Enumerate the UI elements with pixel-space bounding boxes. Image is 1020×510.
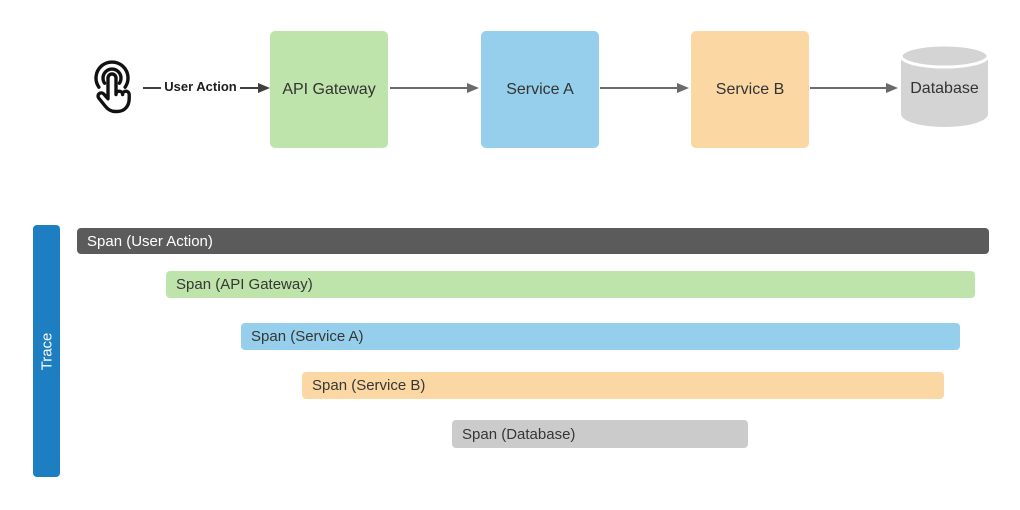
arrow-line bbox=[810, 87, 889, 89]
arrow-head-icon bbox=[677, 83, 689, 93]
arrow-head-icon bbox=[467, 83, 479, 93]
trace-label: Trace bbox=[38, 332, 56, 370]
span-bar-database: Span (Database) bbox=[452, 420, 748, 448]
flow-node-label: API Gateway bbox=[282, 80, 376, 98]
flow-node-api-gateway: API Gateway bbox=[270, 31, 388, 148]
span-bar-api-gateway: Span (API Gateway) bbox=[166, 271, 975, 298]
flow-node-service-a: Service A bbox=[481, 31, 599, 148]
span-label: Span (Database) bbox=[462, 425, 576, 443]
arrow-line bbox=[143, 87, 261, 89]
trace-bar: Trace bbox=[33, 225, 60, 477]
tap-gesture-icon bbox=[94, 60, 131, 114]
database-cylinder-icon bbox=[899, 43, 990, 127]
flow-node-database: Database bbox=[899, 42, 990, 132]
span-label: Span (Service B) bbox=[312, 377, 426, 394]
span-label: Span (User Action) bbox=[87, 232, 213, 250]
span-label: Span (Service A) bbox=[251, 328, 364, 345]
flow-node-label: Database bbox=[910, 80, 979, 97]
arrow-head-icon bbox=[258, 83, 270, 93]
arrow-line bbox=[600, 87, 680, 89]
flow-node-label: Service A bbox=[506, 80, 574, 98]
arrow-line bbox=[390, 87, 470, 89]
span-bar-service-a: Span (Service A) bbox=[241, 323, 960, 350]
span-bar-service-b: Span (Service B) bbox=[302, 372, 944, 399]
flow-node-label: Service B bbox=[715, 80, 785, 98]
span-bar-user-action: Span (User Action) bbox=[77, 228, 989, 254]
arrow-head-icon bbox=[886, 83, 898, 93]
flow-node-service-b: Service B bbox=[691, 31, 809, 148]
span-label: Span (API Gateway) bbox=[176, 276, 313, 293]
